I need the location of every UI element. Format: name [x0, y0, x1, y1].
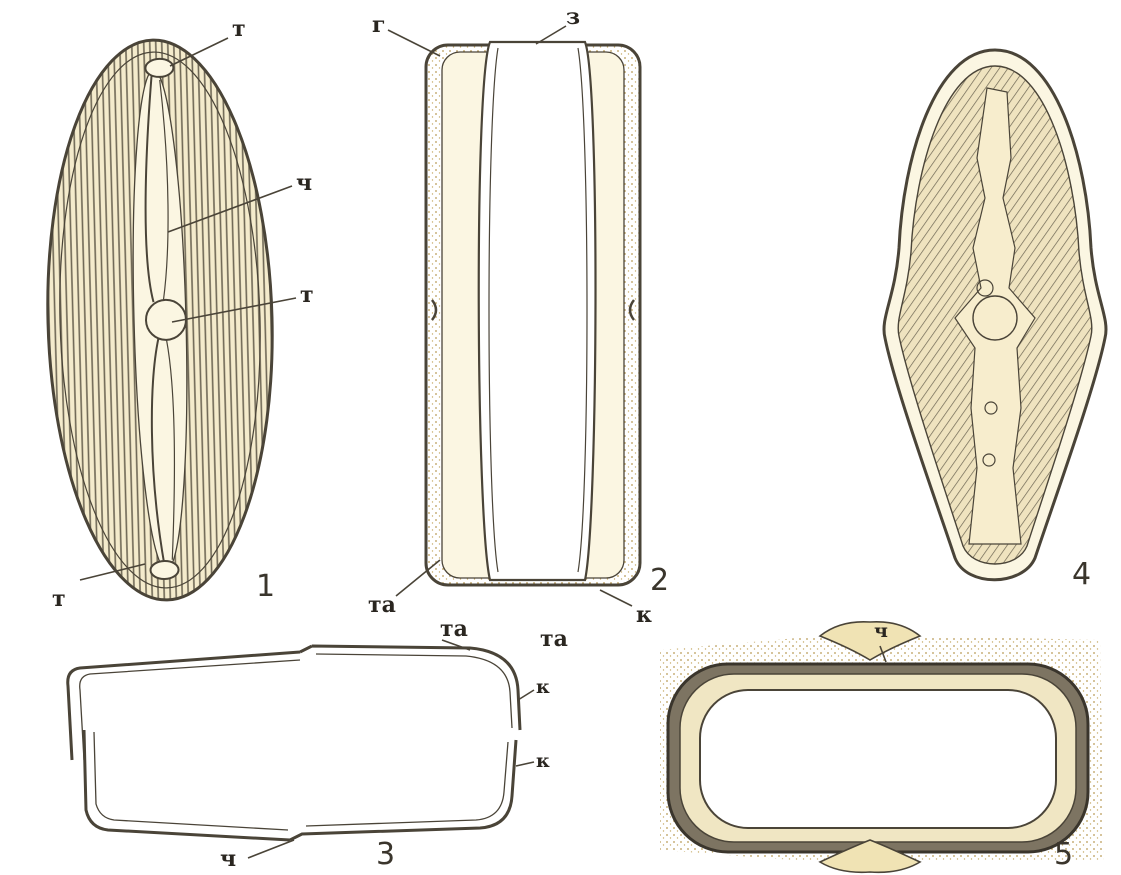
fig3-number: 3	[376, 840, 395, 870]
figure-3-cross-section	[68, 646, 520, 840]
fig3-label-ta-mid: та	[540, 628, 568, 650]
fig2-label-z: з	[566, 6, 580, 28]
fig1-polar-nodule-bottom	[150, 561, 178, 580]
fig4-number: 4	[1072, 560, 1091, 590]
figure-2-girdle-view	[426, 42, 640, 585]
fig1-polar-nodule-top	[145, 59, 173, 78]
fig3-label-ta-top: та	[440, 618, 468, 640]
figure-1-valve-view	[41, 37, 280, 603]
fig1-label-mid-t: т	[300, 284, 314, 306]
fig5-number: 5	[1054, 840, 1073, 870]
fig3-label-k1: к	[536, 678, 550, 697]
fig2-label-ta: та	[368, 594, 396, 616]
fig2-label-k: к	[636, 604, 652, 626]
fig5-vacuole	[700, 690, 1056, 828]
fig1-label-ch: ч	[296, 172, 312, 194]
fig2-label-g: г	[372, 14, 385, 36]
fig1-label-bottom-t: т	[52, 588, 66, 610]
fig2-number: 2	[650, 566, 669, 596]
fig5-label-ch: ч	[874, 622, 888, 641]
fig3-label-ch: ч	[220, 848, 236, 870]
figure-4-protoplast	[884, 50, 1106, 580]
fig3-epitheca	[68, 646, 520, 760]
fig3-hypotheca	[84, 730, 516, 840]
fig3-label-k2: к	[536, 752, 550, 771]
fig1-number: 1	[256, 572, 275, 602]
fig2-girdle-band	[479, 42, 596, 580]
fig1-label-top-t: т	[232, 18, 246, 40]
figure-5-cross-section	[660, 622, 1104, 873]
